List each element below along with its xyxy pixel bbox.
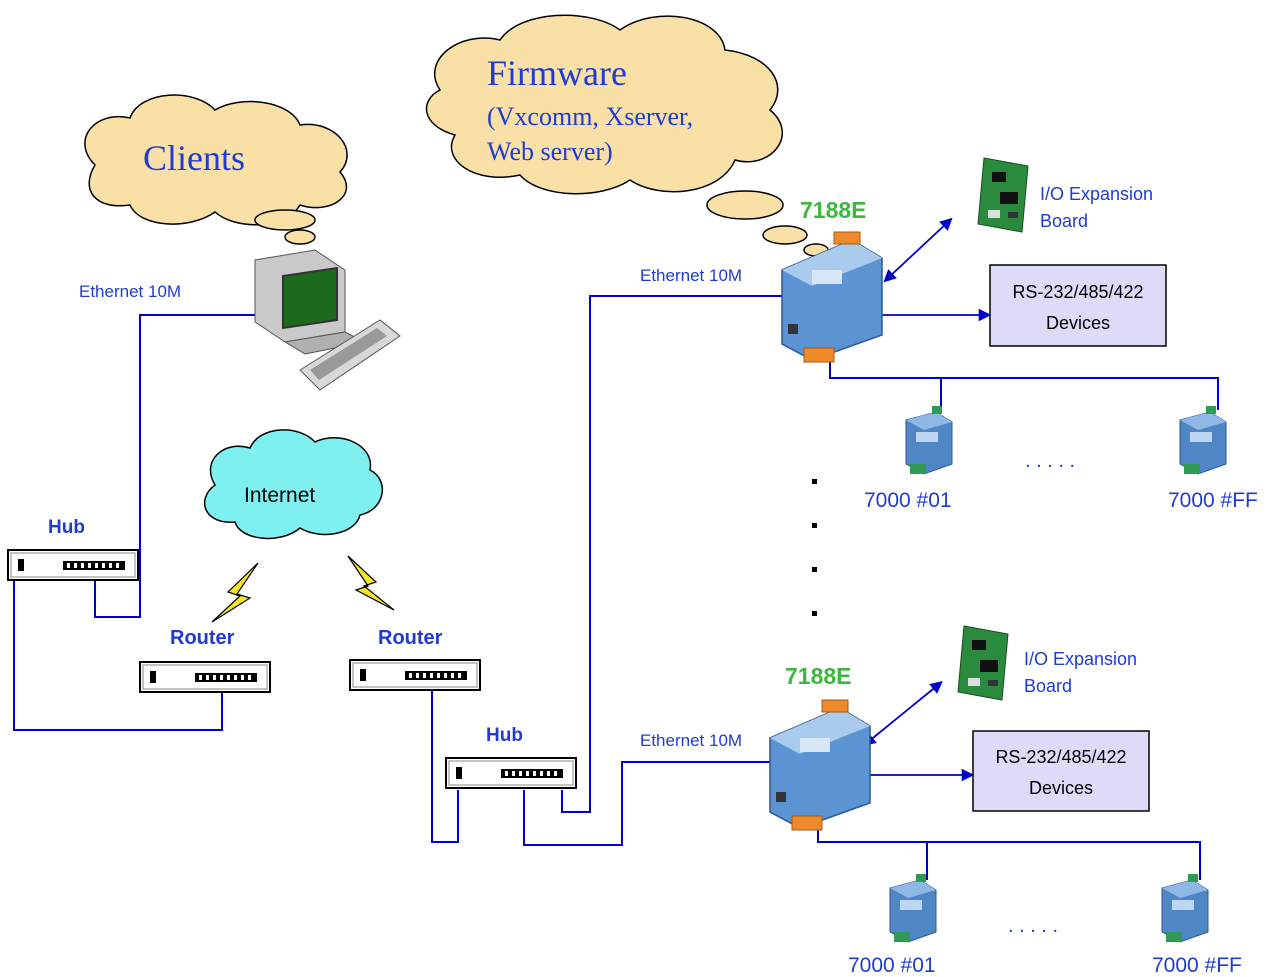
rs-devices-label: RS-232/485/422: [995, 747, 1126, 767]
7000-module-icon: [1161, 873, 1209, 943]
io-board-label: Board: [1024, 676, 1072, 696]
thought-bubble: [762, 225, 808, 245]
controller-label: 7188E: [800, 197, 867, 223]
module-label: 7000 #FF: [1152, 954, 1242, 977]
line-computer-hub: [94, 314, 255, 618]
line-hub-controller-top: [561, 295, 790, 813]
clients-cloud: [84, 94, 348, 226]
hub-label: Hub: [486, 725, 523, 746]
module-label: 7000 #01: [864, 489, 952, 512]
rs-devices-box: [972, 730, 1150, 812]
7188e-controller-icon: [769, 699, 871, 831]
lightning-bolt-icon: [347, 555, 395, 611]
line-bus-top: [829, 362, 1219, 410]
line-router-hub: [431, 690, 459, 843]
internet-cloud: [204, 429, 384, 540]
rs-devices-label: Devices: [1046, 313, 1110, 333]
arrows: [851, 217, 992, 782]
clients-label: Clients: [143, 138, 245, 178]
thought-bubble: [254, 209, 316, 231]
thought-bubble: [706, 190, 784, 220]
io-expansion-board-icon: [977, 157, 1029, 233]
thought-bubble: [284, 229, 316, 245]
horizontal-ellipsis: . . . . .: [1025, 450, 1075, 472]
connection-lines: [13, 295, 1219, 880]
line-hub-controller-bottom: [523, 761, 770, 846]
io-board-label: Board: [1040, 211, 1088, 231]
ethernet-label: Ethernet 10M: [640, 731, 742, 750]
ethernet-label: Ethernet 10M: [79, 282, 181, 301]
firmware-line1: (Vxcomm, Xserver,: [487, 102, 693, 131]
7188e-controller-icon: [781, 231, 883, 363]
module-label: 7000 #01: [848, 954, 936, 977]
7000-module-icon: [1179, 405, 1227, 475]
rs-devices-label: Devices: [1029, 778, 1093, 798]
router-label: Router: [170, 627, 235, 649]
router-icon: [349, 659, 481, 691]
line-hub-router: [13, 577, 223, 731]
network-hub-icon: [7, 549, 139, 581]
firmware-cloud: [425, 14, 783, 195]
controller-label: 7188E: [785, 663, 852, 689]
io-expansion-board-icon: [957, 625, 1009, 701]
io-board-label: I/O Expansion: [1024, 649, 1137, 669]
rs-devices-label: RS-232/485/422: [1012, 282, 1143, 302]
firmware-line2: Web server): [487, 137, 613, 166]
io-board-label: I/O Expansion: [1040, 184, 1153, 204]
lightning-bolt-icon: [211, 562, 259, 623]
7000-module-icon: [905, 405, 953, 475]
horizontal-ellipsis: . . . . .: [1008, 915, 1058, 937]
internet-label: Internet: [244, 484, 315, 507]
router-label: Router: [378, 627, 443, 649]
hub-label: Hub: [48, 517, 85, 538]
ethernet-label: Ethernet 10M: [640, 266, 742, 285]
network-hub-icon: [445, 757, 577, 789]
line-bus-bottom: [817, 828, 1201, 880]
vertical-ellipsis: [812, 479, 817, 616]
7000-module-icon: [889, 873, 937, 943]
module-label: 7000 #FF: [1168, 489, 1258, 512]
rs-devices-box: [989, 264, 1167, 347]
firmware-title: Firmware: [487, 53, 627, 93]
desktop-computer-icon: [254, 249, 401, 391]
router-icon: [139, 661, 271, 693]
